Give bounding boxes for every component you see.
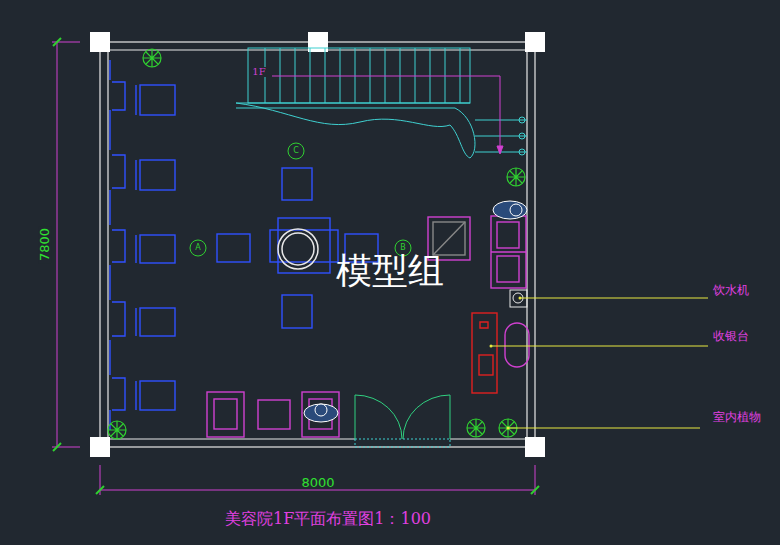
section-marker: B [400, 244, 406, 252]
callout-label: 饮水机 [713, 284, 749, 296]
watermark: 模型组 [336, 253, 444, 289]
level-label: 1F [250, 67, 267, 77]
section-marker: A [195, 244, 200, 252]
callout-label: 收银台 [713, 330, 749, 342]
callout-label: 室内植物 [713, 411, 761, 423]
section-marker: C [293, 147, 299, 155]
caption: 美容院1F平面布置图1：100 [225, 511, 431, 527]
dimension: 7800 [39, 225, 52, 262]
dimension: 8000 [299, 476, 336, 489]
